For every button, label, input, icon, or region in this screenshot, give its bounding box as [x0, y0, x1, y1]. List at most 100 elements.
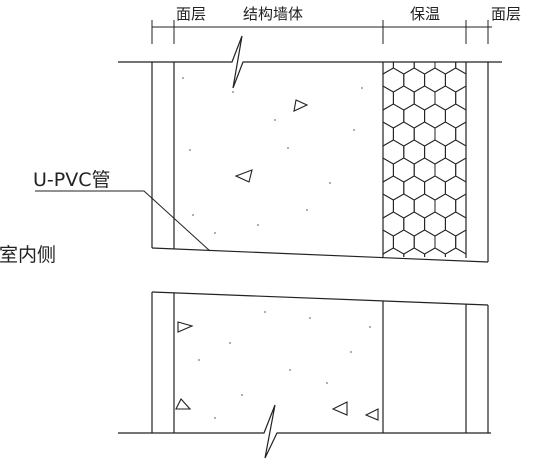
insulation-hex-cell [383, 181, 384, 195]
insulation-hex-cell [414, 266, 435, 290]
insulation-hex-cell [487, 320, 508, 344]
insulation-hex-cell [383, 320, 404, 344]
top-break-line [118, 35, 502, 89]
insulation-hex-cell [455, 229, 466, 255]
insulation-hex-cell [487, 212, 508, 236]
insulation-hex-cell [477, 86, 498, 110]
concrete-aggregate-lower [175, 311, 379, 421]
insulation-hex-cell [403, 247, 426, 257]
insulation-hex-cell [434, 121, 457, 147]
insulation-hex-cell [508, 212, 529, 236]
insulation-hex-cell [465, 145, 466, 159]
insulation-hex-cell [425, 284, 446, 308]
insulation-hex-cell [403, 175, 426, 201]
insulation-hex-cell [352, 86, 373, 110]
insulation-hex-cell [352, 158, 373, 182]
insulation-hex-cell [413, 157, 436, 183]
lower-wall-section [118, 291, 491, 459]
insulation-hex-cell [487, 140, 508, 164]
insulation-hex-cell [497, 86, 518, 110]
insulation-hex-cell [392, 85, 415, 111]
insulation-hex-cell [404, 320, 425, 344]
insulation-hex-cell [477, 302, 498, 326]
insulation-hex-cell [465, 253, 466, 257]
insulation-hex-cell [413, 85, 436, 111]
insulation-hex-cell [413, 229, 436, 255]
insulation-hex-cell [508, 32, 529, 56]
insulation-hex-cell [373, 266, 394, 290]
insulation-hex-cell [403, 211, 426, 237]
insulation-hex-cell [352, 122, 373, 146]
insulation-hex-cell [444, 67, 466, 93]
insulation-hex-cell [455, 121, 466, 147]
insulation-hex-cell [393, 266, 414, 290]
insulation-hex-cell [455, 85, 466, 111]
insulation-hex-cell [383, 217, 384, 231]
insulation-hatch [352, 32, 529, 344]
insulation-hex-cell [403, 67, 426, 93]
insulation-hex-cell [425, 320, 446, 344]
insulation-hex-cell [393, 302, 414, 326]
insulation-hex-cell [425, 32, 446, 56]
label-structure-wall: 结构墙体 [243, 5, 303, 23]
insulation-hex-cell [424, 175, 446, 201]
concrete-aggregate-upper [182, 77, 363, 234]
insulation-hex-cell [444, 103, 466, 129]
insulation-hex-cell [424, 139, 446, 165]
insulation-hex-cell [434, 193, 457, 219]
insulation-hex-cell [352, 266, 373, 290]
insulation-hex-cell [487, 284, 508, 308]
insulation-hex-cell [465, 217, 466, 231]
insulation-hex-cell [424, 103, 446, 129]
insulation-hex-cell [477, 122, 498, 146]
insulation-hex-cell [465, 73, 466, 87]
insulation-hex-cell [465, 181, 466, 195]
insulation-hex-cell [392, 229, 415, 255]
insulation-hex-cell [403, 103, 426, 129]
insulation-hex-cell [424, 67, 446, 93]
insulation-hex-cell [352, 302, 373, 326]
insulation-hex-cell [477, 266, 498, 290]
insulation-hex-cell [404, 284, 425, 308]
label-surface-right: 面层 [491, 5, 521, 23]
label-surface-left: 面层 [176, 5, 206, 23]
insulation-hex-cell [383, 103, 405, 129]
insulation-hex-cell [477, 158, 498, 182]
insulation-hex-cell [477, 194, 498, 218]
label-pipe: U-PVC管 [33, 169, 111, 191]
insulation-hex-cell [508, 140, 529, 164]
insulation-hex-cell [455, 193, 466, 219]
insulation-hex-cell [466, 320, 487, 344]
insulation-hex-cell [383, 211, 405, 237]
insulation-hex-cell [508, 284, 529, 308]
insulation-hex-cell [487, 248, 508, 272]
insulation-hex-cell [497, 266, 518, 290]
insulation-hex-cell [383, 175, 405, 201]
insulation-hex-cell [487, 104, 508, 128]
insulation-hex-cell [456, 266, 477, 290]
insulation-hex-cell [383, 253, 384, 257]
insulation-hex-cell [383, 32, 404, 56]
insulation-hex-cell [508, 176, 529, 200]
insulation-hex-cell [487, 32, 508, 56]
insulation-hex-cell [392, 193, 415, 219]
insulation-hex-cell [414, 302, 435, 326]
insulation-hex-cell [508, 320, 529, 344]
insulation-hex-cell [444, 139, 466, 165]
insulation-hex-cell [403, 139, 426, 165]
insulation-hex-cell [497, 122, 518, 146]
insulation-hex-cell [508, 104, 529, 128]
label-indoor-side: 室内侧 [0, 244, 56, 266]
pipe-leader-line [35, 190, 211, 252]
insulation-hex-cell [487, 176, 508, 200]
insulation-hex-cell [497, 302, 518, 326]
dimension-line [151, 20, 492, 44]
insulation-hex-cell [424, 211, 446, 237]
insulation-hex-cell [383, 284, 404, 308]
insulation-hex-cell [383, 145, 384, 159]
insulation-hex-cell [392, 157, 415, 183]
insulation-hex-cell [352, 230, 373, 254]
insulation-hex-cell [508, 248, 529, 272]
insulation-hex-cell [497, 194, 518, 218]
